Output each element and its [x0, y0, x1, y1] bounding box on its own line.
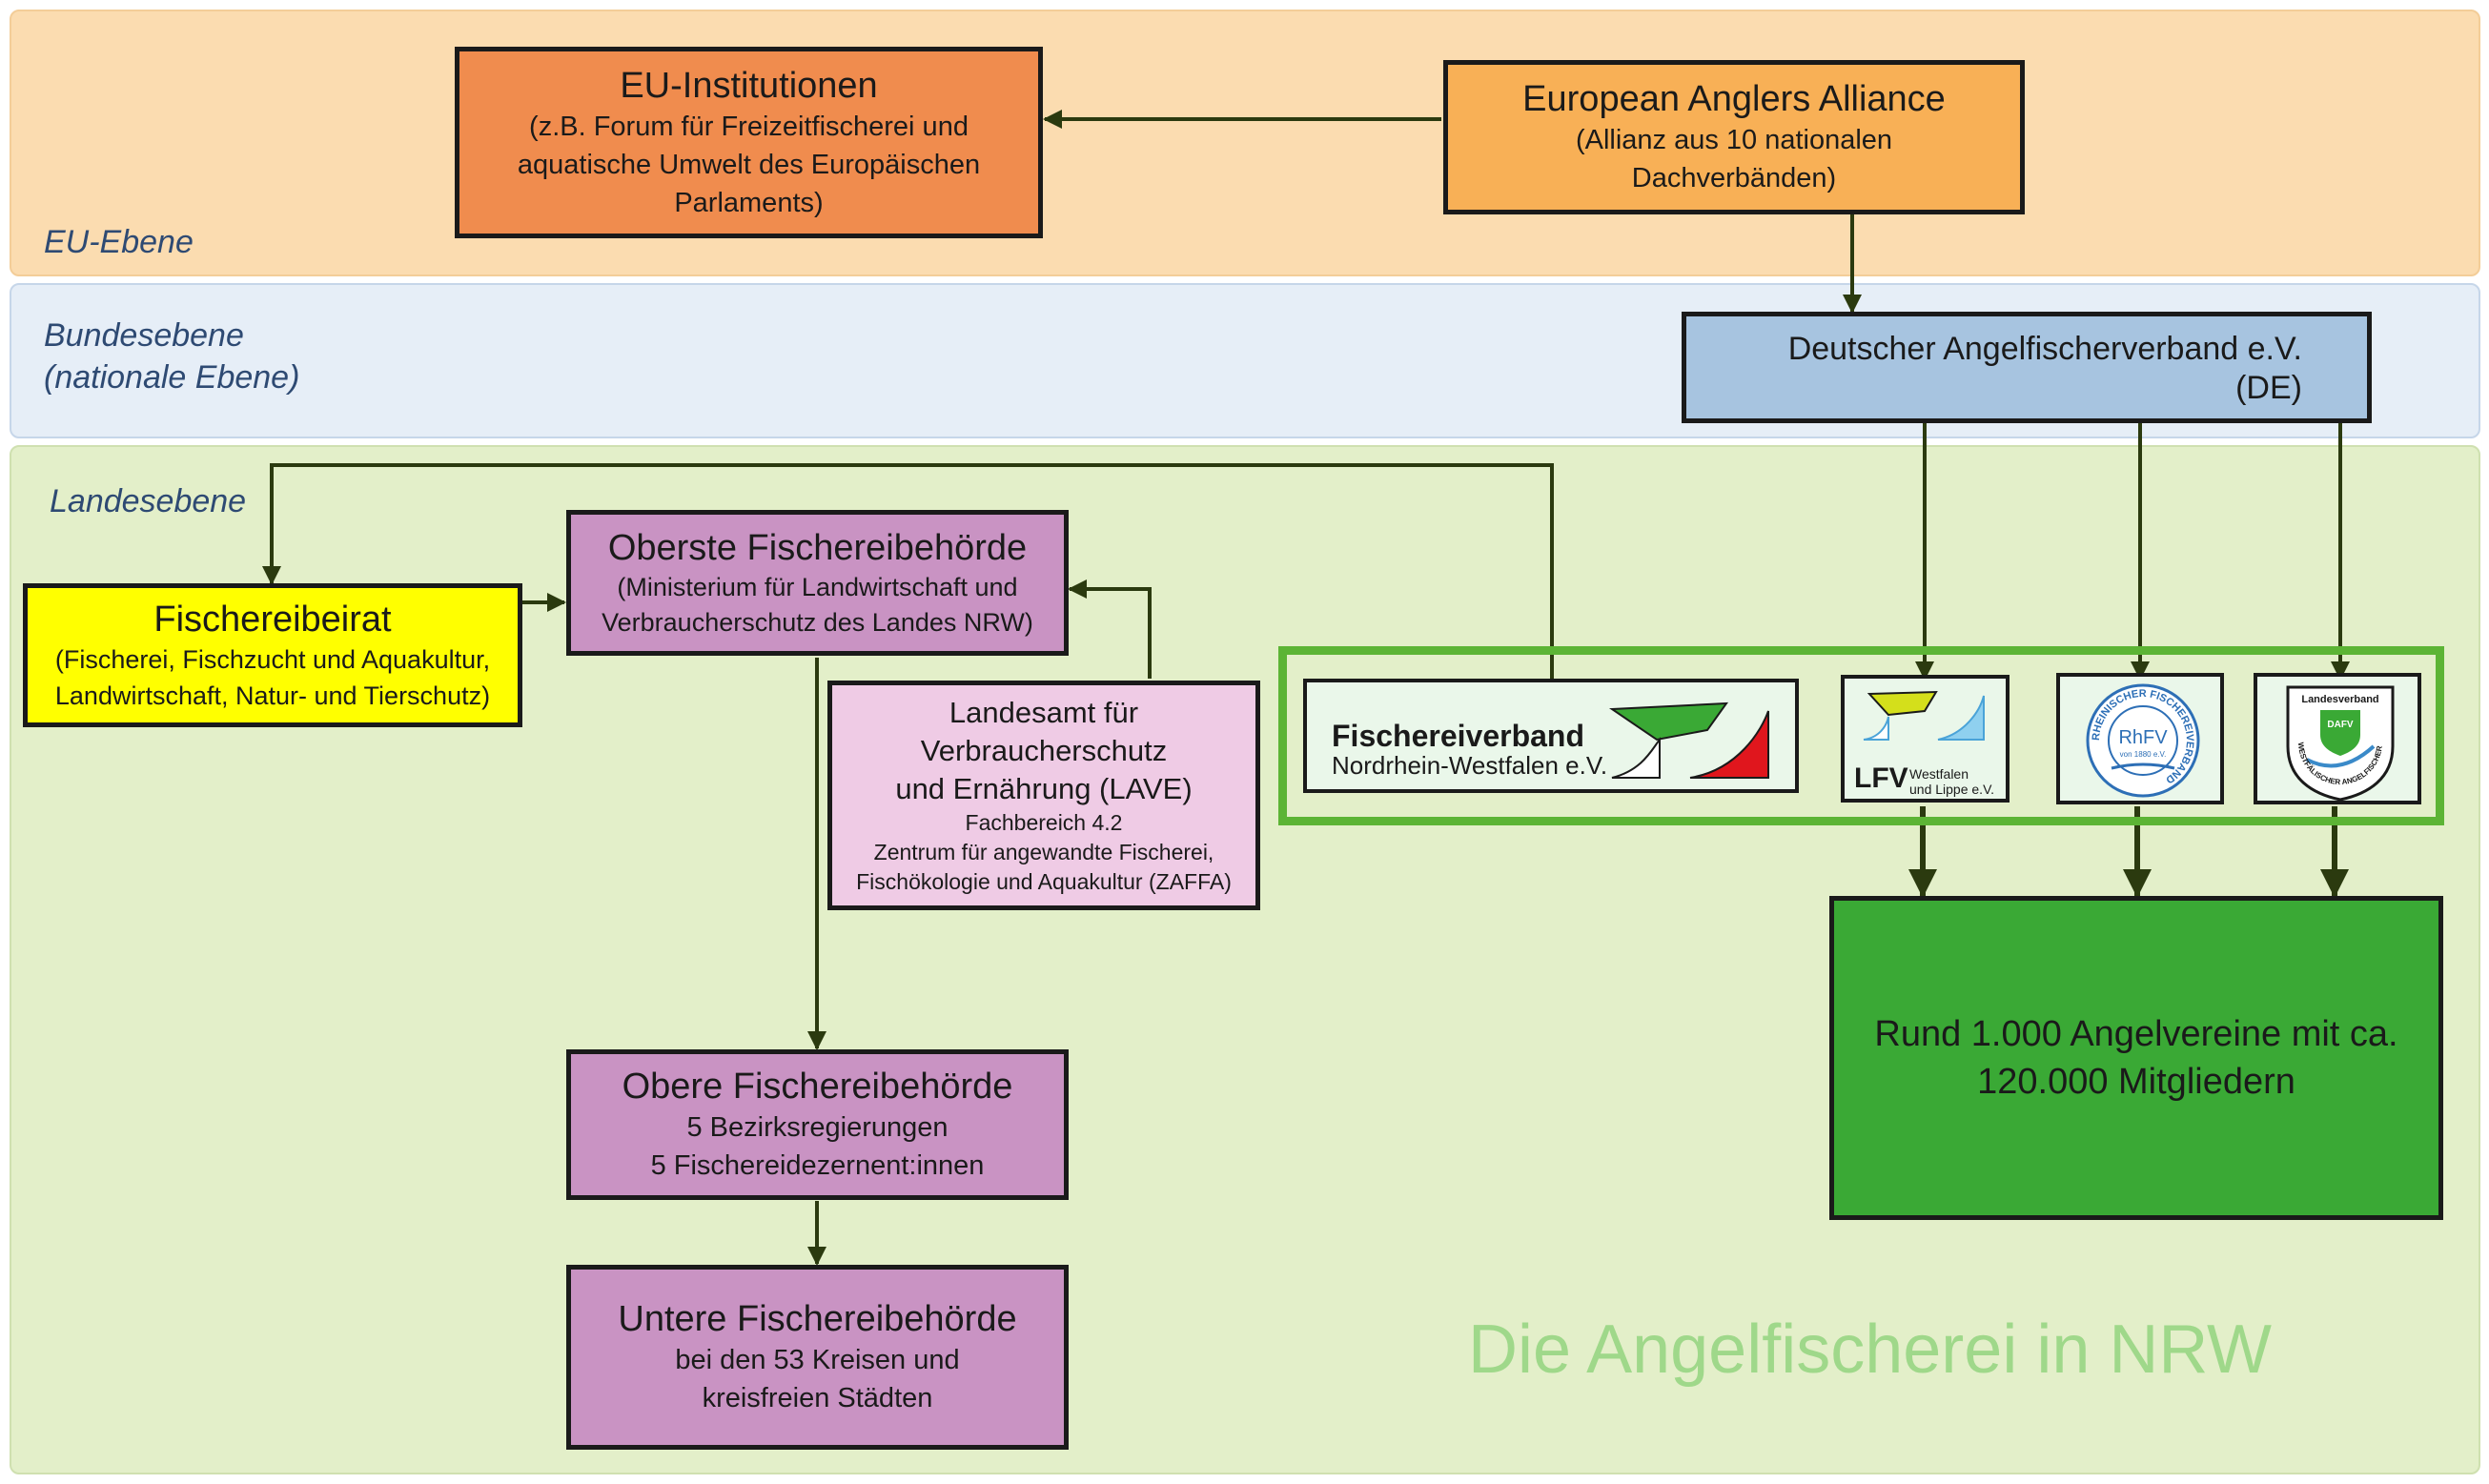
obere-fischereibehoerde-box: Obere Fischereibehörde 5 Bezirksregierun…	[566, 1049, 1069, 1200]
oberste-title: Oberste Fischereibehörde	[607, 527, 1028, 568]
angelvereine-text: Rund 1.000 Angelvereine mit ca. 120.000 …	[1874, 1014, 2398, 1102]
state-level-label: Landesebene	[50, 483, 247, 519]
fischereibeirat-box: Fischereibeirat (Fischerei, Fischzucht u…	[23, 583, 522, 727]
landesverband-wa-logo: Landesverband DAFV WESTFÄLISCHER ANGELFI…	[2254, 673, 2421, 804]
eu-level-label: EU-Ebene	[44, 224, 194, 260]
european-anglers-alliance-box: European Anglers Alliance (Allianz aus 1…	[1443, 60, 2025, 214]
lfv-region-2: und Lippe e.V.	[1909, 782, 1995, 797]
dafv-box: Deutscher Angelfischerverband e.V. (DE)	[1682, 312, 2372, 423]
eaa-title: European Anglers Alliance	[1522, 79, 1946, 119]
eu-institutions-desc: (z.B. Forum für Freizeitfischerei und aq…	[517, 111, 981, 218]
untere-desc: bei den 53 Kreisen und kreisfreien Städt…	[675, 1345, 960, 1413]
dafv-country: (DE)	[2235, 369, 2302, 406]
fischereiverband-nrw-logo: Fischereiverband Nordrhein-Westfalen e.V…	[1303, 679, 1799, 793]
fvnrw-emblem-icon	[1608, 701, 1769, 779]
national-level-label: Bundesebene (nationale Ebene)	[44, 317, 300, 396]
lave-desc: Fachbereich 4.2 Zentrum für angewandte F…	[856, 810, 1232, 894]
eu-institutions-box: EU-Institutionen (z.B. Forum für Freizei…	[455, 47, 1043, 238]
oberste-fischereibehoerde-box: Oberste Fischereibehörde (Ministerium fü…	[566, 510, 1069, 656]
oberste-desc: (Ministerium für Landwirtschaft und Verb…	[602, 572, 1033, 637]
eu-level-band	[10, 10, 2480, 276]
arrow-fvnrw-to-beirat	[262, 463, 1554, 679]
lfv-logo: LFV Westfalen und Lippe e.V.	[1841, 675, 2010, 803]
eaa-desc: (Allianz aus 10 nationalen Dachverbänden…	[1575, 125, 1893, 193]
lave-title: Landesamt für Verbraucherschutz und Ernä…	[895, 696, 1193, 805]
landesverband-emblem-icon: Landesverband DAFV WESTFÄLISCHER ANGELFI…	[2278, 680, 2395, 802]
watermark-title: Die Angelfischerei in NRW	[1468, 1311, 2273, 1388]
eu-institutions-title: EU-Institutionen	[620, 65, 878, 106]
dafv-title: Deutscher Angelfischerverband e.V.	[1787, 330, 2302, 367]
obere-desc: 5 Bezirksregierungen 5 Fischereidezernen…	[650, 1112, 985, 1181]
lfv-region-1: Westfalen	[1909, 766, 1969, 782]
rhfv-since: von 1880 e.V.	[2120, 750, 2167, 759]
lv-top-text: Landesverband	[2301, 694, 2378, 705]
member-associations-frame	[1278, 646, 2444, 825]
lfv-abbr: LFV	[1854, 762, 1908, 794]
arrow-lave-to-oberste	[1068, 579, 1152, 679]
lv-abbr: DAFV	[2327, 720, 2354, 730]
untere-fischereibehoerde-box: Untere Fischereibehörde bei den 53 Kreis…	[566, 1265, 1069, 1450]
untere-title: Untere Fischereibehörde	[618, 1299, 1017, 1339]
angelvereine-box: Rund 1.000 Angelvereine mit ca. 120.000 …	[1829, 896, 2443, 1220]
fvnrw-region: Nordrhein-Westfalen e.V.	[1332, 751, 1608, 780]
lave-box: Landesamt für Verbraucherschutz und Ernä…	[827, 681, 1260, 910]
obere-title: Obere Fischereibehörde	[622, 1067, 1013, 1107]
rhfv-abbr: RhFV	[2118, 727, 2168, 748]
fvnrw-name: Fischereiverband	[1332, 719, 1584, 753]
rhfv-logo: RHEINISCHER FISCHEREIVERBAND RhFV von 18…	[2056, 673, 2224, 804]
beirat-title: Fischereibeirat	[153, 599, 392, 640]
beirat-desc: (Fischerei, Fischzucht und Aquakultur, L…	[54, 644, 491, 710]
lfv-emblem-icon	[1863, 690, 1985, 741]
rhfv-emblem-icon: RHEINISCHER FISCHEREIVERBAND RhFV von 18…	[2086, 683, 2200, 798]
